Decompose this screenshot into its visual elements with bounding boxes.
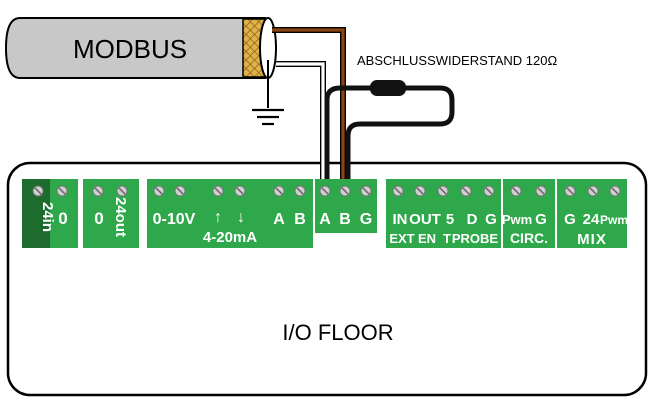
terminal-label-out: OUT [409, 211, 441, 228]
cable-label: MODBUS [73, 34, 187, 64]
terminal-label-24in: 24in [39, 202, 56, 232]
terminal-label-a-modbus: A [319, 211, 331, 228]
resistor-wire [324, 85, 455, 185]
arrow-down-icon: ↓ [237, 209, 245, 226]
resistor-label: ABSCHLUSSWIDERSTAND 120Ω [357, 53, 557, 68]
terminal-label-24-mix: 24 [583, 211, 600, 228]
terminal-label-g-modbus: G [360, 211, 372, 228]
terminal-block-power-out [83, 179, 139, 248]
terminal-label-circ: CIRC. [510, 230, 548, 246]
terminal-label-en: EN [418, 231, 436, 246]
terminal-label-4-20ma: 4-20mA [203, 229, 257, 246]
terminal-label-5: 5 [446, 211, 454, 228]
terminal-label-probe: PROBE [452, 231, 499, 246]
board-label: I/O FLOOR [282, 320, 393, 345]
terminal-label-pwm-circ: Pwm [502, 212, 532, 227]
terminal-label-d: D [467, 211, 478, 228]
terminal-label-b-analog: B [294, 211, 306, 228]
terminal-label-0-in: 0 [58, 209, 67, 228]
terminating-resistor [370, 80, 406, 96]
terminal-label-pwm-mix: Pwm [600, 213, 628, 227]
terminal-label-g-mix: G [564, 211, 576, 228]
terminal-label-in: IN [393, 211, 408, 228]
terminal-label-ext: EXT [389, 231, 414, 246]
terminal-label-g-circ: G [535, 211, 547, 228]
arrow-up-icon: ↑ [214, 209, 222, 226]
modbus-cable: MODBUS [4, 17, 277, 79]
terminal-label-b-modbus: B [339, 211, 351, 228]
terminal-label-0-out: 0 [94, 209, 103, 228]
terminal-label-mix: MIX [577, 231, 607, 248]
terminal-label-0-10v: 0-10V [153, 211, 196, 228]
terminal-label-a-analog: A [273, 211, 285, 228]
terminal-label-t: T [443, 231, 451, 246]
terminal-label-g-probe: G [485, 211, 497, 228]
ground-symbol [252, 60, 284, 126]
terminal-label-24out: 24out [112, 197, 129, 237]
